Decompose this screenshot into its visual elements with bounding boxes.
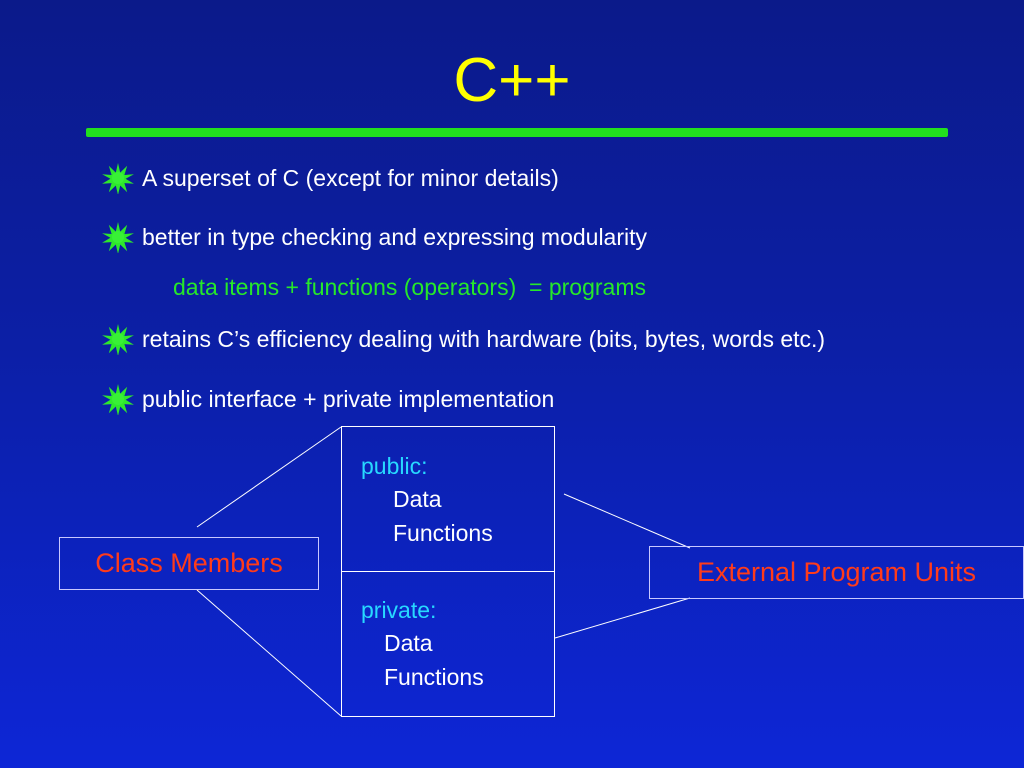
starburst-icon <box>102 384 134 415</box>
title-underline <box>86 128 948 137</box>
bullet-item: better in type checking and expressing m… <box>102 219 647 255</box>
class-members-label: Class Members <box>59 537 319 590</box>
public-data-item: Data <box>393 486 442 512</box>
public-heading: public: <box>361 453 428 479</box>
connector-left-upper <box>196 426 342 528</box>
bullet-text: A superset of C (except for minor detail… <box>142 165 559 191</box>
connector-right-upper <box>563 493 691 549</box>
public-section-box: public: Data Functions <box>341 426 555 572</box>
private-data-item: Data <box>384 630 433 656</box>
bullet-item: A superset of C (except for minor detail… <box>102 160 559 196</box>
starburst-icon <box>102 324 134 355</box>
bullet-item: retains C’s efficiency dealing with hard… <box>102 321 825 357</box>
starburst-icon <box>102 222 134 253</box>
bullet-text: public interface + private implementatio… <box>142 386 555 412</box>
public-functions-item: Functions <box>393 520 493 546</box>
bullet-text: retains C’s efficiency dealing with hard… <box>142 326 826 352</box>
private-heading: private: <box>361 597 437 623</box>
external-program-units-label: External Program Units <box>649 546 1024 599</box>
connector-right-lower <box>554 597 691 639</box>
bullet-subline: data items + functions (operators) = pro… <box>173 274 646 300</box>
slide-title: C++ <box>453 46 571 115</box>
private-section-box: private: Data Functions <box>341 571 555 717</box>
bullet-text: better in type checking and expressing m… <box>142 224 648 250</box>
starburst-icon <box>102 163 134 194</box>
private-functions-item: Functions <box>384 664 484 690</box>
connector-left-lower <box>196 589 342 717</box>
bullet-item: public interface + private implementatio… <box>102 381 554 417</box>
